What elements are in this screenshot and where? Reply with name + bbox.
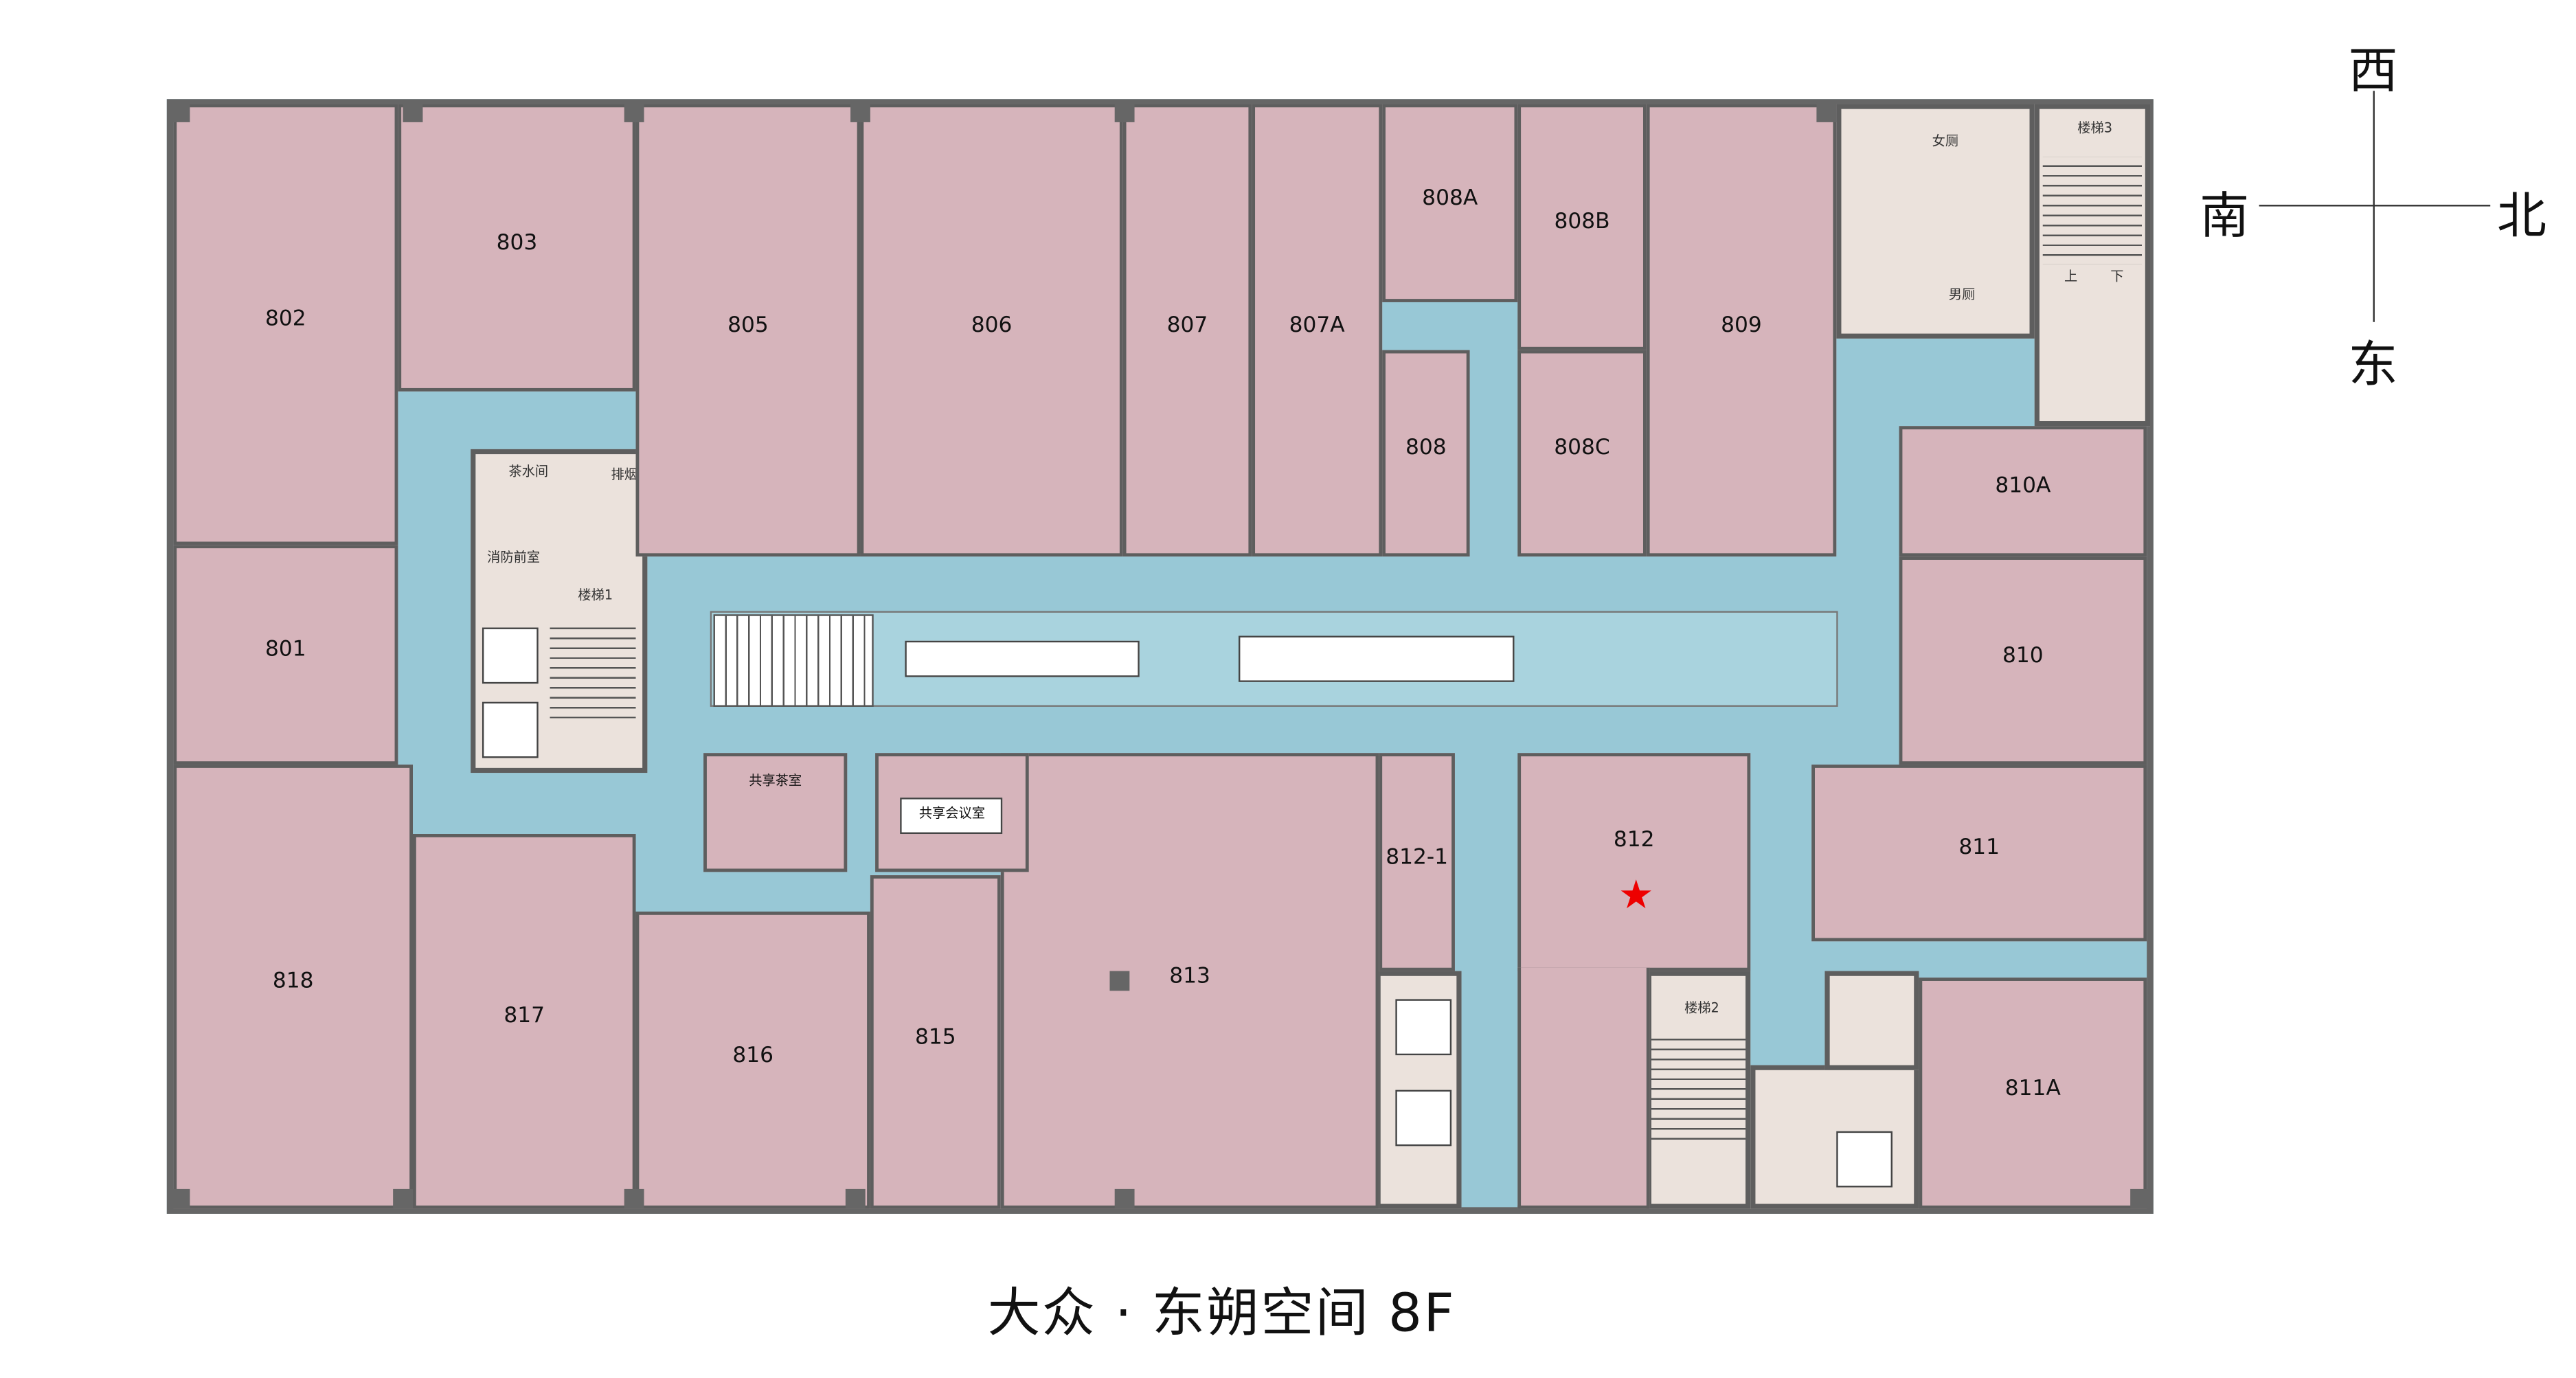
column (624, 1188, 644, 1209)
room-label: 807 (1166, 313, 1208, 338)
label-stair-up: 上 (2064, 269, 2078, 284)
column (845, 1188, 866, 1209)
room-808[interactable]: 808 (1382, 350, 1470, 557)
elevator-2 (482, 701, 539, 758)
room-label: 810A (1995, 473, 2051, 499)
room-label: 810 (2002, 643, 2044, 668)
room-label: 808A (1422, 185, 1478, 211)
elevator-1 (482, 627, 539, 684)
label-stair2: 楼梯2 (1684, 1000, 1719, 1016)
reception-desk (905, 640, 1140, 677)
room-label: 807A (1289, 313, 1345, 338)
column (170, 102, 190, 122)
elevator-3 (1395, 999, 1452, 1056)
room-810a[interactable]: 810A (1899, 426, 2147, 557)
room-label: 813 (1169, 963, 1210, 989)
open-stair (713, 614, 874, 707)
room-803[interactable]: 803 (398, 104, 636, 392)
room-label: 808B (1554, 210, 1610, 235)
room-811[interactable]: 811 (1811, 765, 2147, 942)
room-818[interactable]: 818 (173, 765, 414, 1209)
stair2-steps (1651, 1032, 1746, 1148)
room-label: 803 (496, 230, 538, 256)
room-label: 共享会议室 (918, 804, 985, 820)
room-808c[interactable]: 808C (1517, 350, 1647, 557)
column (1816, 102, 1837, 122)
column (1109, 971, 1130, 991)
label-pantry: 茶水间 (508, 464, 549, 479)
compass-east: 东 (2348, 337, 2398, 395)
label-stair-down: 下 (2110, 269, 2124, 284)
room-label: 805 (727, 313, 769, 338)
label-fire-lobby: 消防前室 (487, 550, 541, 565)
stair3-steps (2042, 157, 2142, 264)
service-area-f (1824, 971, 1919, 1070)
column (1114, 1188, 1135, 1209)
floor-plan-title: 大众 · 东朔空间 8F (987, 1281, 1456, 1344)
room-label: 806 (971, 313, 1013, 338)
room-812-lower (1517, 967, 1650, 1209)
room-label: 816 (732, 1043, 774, 1068)
room-label: 811A (2004, 1076, 2061, 1101)
room-807a[interactable]: 807A (1252, 104, 1383, 557)
room-802[interactable]: 802 (173, 104, 398, 545)
room-806[interactable]: 806 (860, 104, 1123, 557)
shared-tea-room[interactable]: 共享茶室 (703, 753, 848, 872)
room-label: 809 (1721, 313, 1762, 338)
room-label: 802 (265, 307, 306, 332)
compass-horizontal (2259, 205, 2491, 207)
room-817[interactable]: 817 (413, 834, 636, 1209)
shared-meeting-room[interactable]: 共享会议室 (875, 753, 1029, 872)
room-805[interactable]: 805 (635, 104, 861, 557)
room-811a[interactable]: 811A (1919, 978, 2147, 1209)
meeting-table (900, 798, 1003, 835)
room-label: 808 (1405, 436, 1447, 461)
label-smoke-exhaust: 排烟 (611, 467, 637, 482)
room-label: 共享茶室 (749, 772, 802, 787)
long-table (1239, 635, 1515, 682)
room-816[interactable]: 816 (635, 912, 870, 1209)
room-815[interactable]: 815 (870, 875, 1001, 1209)
room-label: 818 (272, 969, 314, 995)
room-label: 817 (504, 1004, 545, 1029)
compass-west: 西 (2348, 43, 2398, 101)
room-813[interactable]: 813 (1000, 753, 1379, 1209)
column (850, 102, 870, 122)
column (1114, 102, 1135, 122)
room-812[interactable]: 812 (1517, 753, 1751, 971)
room-809[interactable]: 809 (1646, 104, 1837, 557)
room-label: 812-1 (1386, 844, 1449, 870)
label-stair3: 楼梯3 (2077, 120, 2112, 136)
elevator-5 (1836, 1131, 1893, 1188)
elevator-4 (1395, 1089, 1452, 1147)
label-mens-restroom: 男厕 (1948, 287, 1976, 302)
room-label: 808C (1554, 436, 1610, 461)
label-stair1: 楼梯1 (578, 587, 613, 603)
star-icon: ★ (1618, 872, 1654, 918)
column (403, 102, 423, 122)
room-label: 812 (1613, 827, 1655, 852)
compass-north: 北 (2496, 188, 2546, 247)
stair3-area (2034, 104, 2151, 427)
service-area-e (1750, 1065, 1919, 1209)
label-womens-restroom: 女厕 (1932, 133, 1959, 149)
room-808b[interactable]: 808B (1517, 104, 1647, 350)
column (624, 102, 644, 122)
room-label: 815 (915, 1024, 956, 1050)
room-807[interactable]: 807 (1122, 104, 1252, 557)
room-label: 811 (1958, 835, 2000, 861)
stair1-steps (550, 624, 636, 727)
restroom-area (1836, 104, 2035, 339)
room-label: 801 (265, 637, 306, 663)
column (170, 1188, 190, 1209)
room-801[interactable]: 801 (173, 545, 398, 765)
compass-south: 南 (2200, 188, 2250, 247)
room-812-1[interactable]: 812-1 (1379, 753, 1455, 971)
column (393, 1188, 413, 1209)
room-808a[interactable]: 808A (1382, 104, 1518, 302)
column (2130, 1188, 2151, 1209)
room-810[interactable]: 810 (1899, 556, 2147, 765)
compass-vertical (2373, 91, 2375, 322)
